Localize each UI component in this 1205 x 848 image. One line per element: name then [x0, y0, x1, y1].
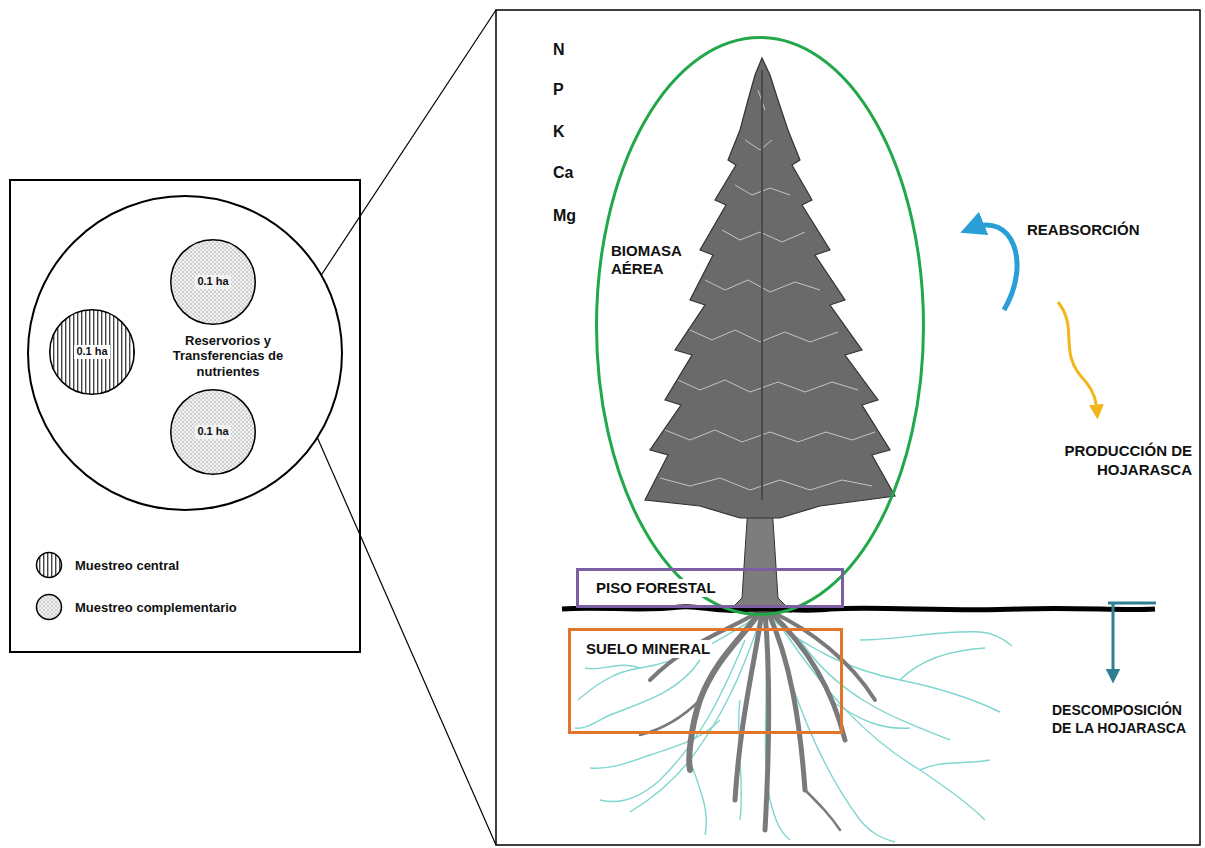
plot-circle: 0.1 ha [49, 309, 135, 395]
mineral-soil-box: SUELO MINERAL [568, 628, 843, 734]
zoom-line [318, 10, 496, 280]
legend-swatch [35, 593, 63, 621]
process-label: REABSORCIÓN [1027, 221, 1140, 240]
nutrient-label: P [553, 80, 564, 100]
tree-illustration [645, 58, 895, 612]
node-text: BIOMASA AÉREA [611, 242, 697, 278]
decomposition-bar [1108, 602, 1156, 605]
legend-swatch [35, 551, 63, 579]
node-text: Reservorios y Transferencias de nutrient… [166, 333, 290, 380]
left-panel [10, 180, 360, 652]
decomposition-arrow [1112, 603, 1115, 676]
forest-floor-box: PISO FORESTAL [576, 568, 844, 608]
node-text: 0.1 ha [74, 345, 109, 358]
plot-circle: 0.1 ha [170, 389, 256, 475]
fine-roots [575, 615, 1012, 842]
legend-text: Muestreo complementario [75, 600, 237, 615]
reabsorption-arrow [972, 225, 1017, 310]
nutrient-label: N [553, 40, 565, 60]
right-panel [496, 10, 1200, 845]
process-label: DESCOMPOSICIÓN DE LA HOJARASCA [1052, 702, 1194, 737]
plot-circle: 0.1 ha [170, 239, 256, 325]
nutrient-label: Ca [553, 163, 573, 183]
process-label: PRODUCCIÓN DE HOJARASCA [1054, 442, 1192, 480]
nutrient-label: Mg [553, 206, 576, 226]
legend-row: Muestreo central [35, 551, 179, 579]
biomass-ellipse-outline [595, 36, 925, 616]
nutrient-label: K [553, 122, 565, 142]
site-circle: Reservorios y Transferencias de nutrient… [27, 195, 343, 511]
node-text: SUELO MINERAL [584, 640, 712, 658]
node-text: 0.1 ha [195, 275, 230, 288]
node-text: PISO FORESTAL [594, 579, 718, 597]
litterfall-arrow [1058, 302, 1097, 412]
legend-text: Muestreo central [75, 558, 179, 573]
node-text: 0.1 ha [195, 425, 230, 438]
zoom-line [300, 398, 496, 845]
biomass-ellipse: BIOMASA AÉREA [595, 36, 925, 616]
legend-row: Muestreo complementario [35, 593, 237, 621]
